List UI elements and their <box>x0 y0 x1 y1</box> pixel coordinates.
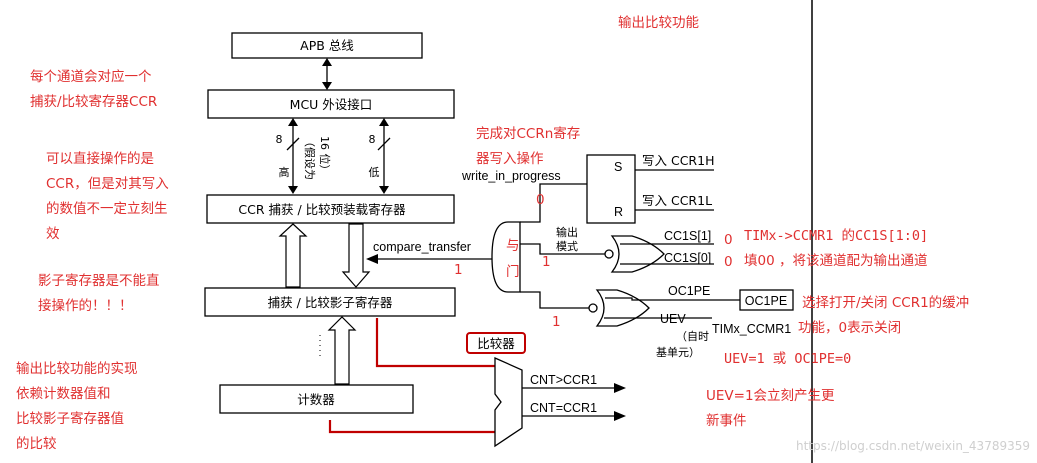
comparator-shape <box>494 356 523 448</box>
hollow-arrow-up-icon <box>327 316 357 385</box>
mcu-interface-label: MCU 外设接口 <box>290 97 373 112</box>
arrow-down-icon <box>379 186 389 194</box>
oc1pe-box <box>739 289 794 311</box>
cc1s1-label: CC1S[1] <box>664 229 711 243</box>
low-width-label: 8 <box>369 133 376 146</box>
arrow-up-icon <box>288 118 298 126</box>
uev-note-b: 新事件 <box>706 413 747 429</box>
cc1s0-label: CC1S[0] <box>664 251 711 265</box>
uev-note-a: UEV=1会立刻产生更 <box>706 388 835 404</box>
high-byte-label: 高 <box>279 165 290 179</box>
finish-note-1: 完成对CCRn寄存 <box>476 125 580 142</box>
high-note-1: （假设为 <box>303 136 317 180</box>
impl-note-2: 依赖计数器值和 <box>16 386 111 402</box>
impl-note-3: 比较影子寄存器值 <box>16 410 124 427</box>
compare-transfer-label: compare_transfer <box>373 240 471 254</box>
counter-block <box>219 384 414 414</box>
per-channel-note-2: 捕获/比较寄存器CCR <box>30 93 157 110</box>
uev-label: UEV <box>660 312 686 326</box>
hollow-arrow-up-icon <box>278 223 308 288</box>
wip-line <box>520 183 587 223</box>
impl-note-1: 输出比较功能的实现 <box>16 361 138 377</box>
direct-note-2: CCR，但是对其写入 <box>46 176 169 192</box>
sr-latch-block <box>586 154 636 224</box>
preload-register-block <box>206 194 455 224</box>
and-gate <box>491 221 521 293</box>
cc1s1-value: 0 <box>724 232 733 248</box>
uev-note-1: （自时 <box>676 330 709 343</box>
ccmr-note-1: TIMx->CCMR1 的CC1S[1:0] <box>744 228 928 244</box>
finish-note-2: 器写入操作 <box>476 151 544 167</box>
output-mode-label-2: 模式 <box>556 240 578 253</box>
shadow-register-label: 捕获 / 比较影子寄存器 <box>268 295 393 310</box>
counter-label: 计数器 <box>297 392 335 407</box>
direct-note-3: 的数值不一定立刻生 <box>46 201 168 217</box>
r-pin-label: R <box>614 205 623 219</box>
mcu-interface-block <box>207 89 455 119</box>
comparator-highlight <box>466 332 526 354</box>
write-in-progress-label: write_in_progress <box>461 169 561 183</box>
comparator-label: 比较器 <box>477 336 515 351</box>
arrow-left-icon <box>366 254 378 264</box>
impl-note-4: 的比较 <box>16 436 57 452</box>
arrow-right-icon <box>614 411 626 421</box>
direct-note-1: 可以直接操作的是 <box>46 150 154 167</box>
inverter-bubble <box>604 249 614 259</box>
arrow-up-icon <box>322 58 332 66</box>
arrow-up-icon <box>379 118 389 126</box>
write-ccr1h-label: 写入 CCR1H <box>642 153 714 168</box>
direct-note-4: 效 <box>46 226 60 242</box>
bus-slash <box>377 137 391 151</box>
or-gate <box>595 289 650 327</box>
shadow-note-2: 接操作的！！！ <box>38 297 133 314</box>
per-channel-note-1: 每个通道会对应一个 <box>30 68 152 85</box>
oc1pe-line <box>605 297 740 301</box>
hollow-arrow-down-icon <box>341 223 371 288</box>
write-ccr1l-label: 写入 CCR1L <box>642 193 712 208</box>
shadow-to-comparator-line <box>375 318 495 368</box>
timx-ccmr1-label: TIMx_CCMR1 <box>712 322 791 336</box>
cc1s0-value: 0 <box>724 254 733 270</box>
output-mode-line <box>520 243 605 255</box>
ccmr-note-2: 填00 ，将该通道配为输出通道 <box>744 253 927 269</box>
uev-note-2: 基单元） <box>656 346 700 359</box>
uev-condition-note: UEV=1 或 OC1PE=0 <box>724 351 851 367</box>
oc1pe-label: OC1PE <box>668 284 710 298</box>
preload-register-label: CCR 捕获 / 比较预装载寄存器 <box>238 202 406 217</box>
high-width-label: 8 <box>276 133 283 146</box>
and-gate-label-top: 与 <box>506 238 520 254</box>
arrow-down-icon <box>322 82 332 90</box>
s-pin-label: S <box>614 160 622 174</box>
title-annotation: 输出比较功能 <box>618 15 699 31</box>
apb-bus-label: APB 总线 <box>300 38 354 53</box>
high-note-2: 16 位） <box>318 136 332 176</box>
inverter-bubble <box>588 303 598 313</box>
shadow-note-1: 影子寄存器是不能直 <box>38 272 160 289</box>
arrow-down-icon <box>288 186 298 194</box>
oc1pe-box-label: OC1PE <box>745 294 787 308</box>
compare-transfer-value: 1 <box>454 262 463 278</box>
counter-to-comparator-line <box>328 420 495 434</box>
wip-value: 0 <box>536 192 545 208</box>
shadow-register-block <box>204 287 456 317</box>
buffer-note-1: 选择打开/关闭 CCR1的缓冲 <box>802 294 969 311</box>
low-byte-label: 低 <box>369 166 380 179</box>
output-mode-value: 1 <box>542 254 551 270</box>
output-mode-label-1: 输出 <box>556 225 578 239</box>
watermark-text: https://blog.csdn.net/weixin_43789359 <box>796 439 1030 453</box>
buffer-note-2: 功能，0表示关闭 <box>798 320 901 336</box>
cnt-eq-label: CNT=CCR1 <box>530 401 597 415</box>
bus-slash <box>286 137 300 151</box>
or-output-value: 1 <box>552 314 561 330</box>
and-gate-label-bottom: 门 <box>506 264 520 280</box>
nor-gate <box>610 235 665 273</box>
cnt-gt-label: CNT>CCR1 <box>530 373 597 387</box>
or-output-line <box>520 291 589 309</box>
arrow-right-icon <box>614 383 626 393</box>
